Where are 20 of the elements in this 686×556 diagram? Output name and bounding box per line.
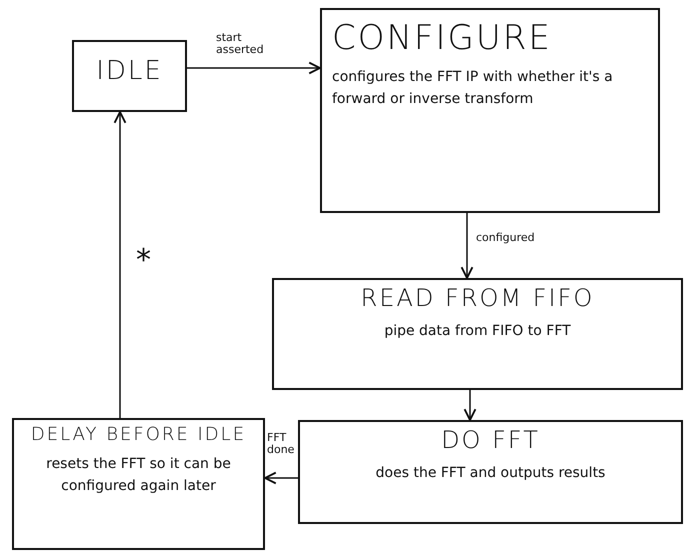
- state-box: [12, 418, 265, 550]
- state-box: [320, 8, 660, 213]
- state-description: does the FFT and outputs results: [374, 464, 606, 483]
- state-description: resets the FFT so it can be configured again later: [45, 455, 232, 496]
- state-box: [298, 420, 683, 524]
- edge-label: FFT done: [267, 432, 295, 456]
- arrow: [187, 62, 321, 74]
- arrow: [460, 213, 474, 279]
- state-box: [272, 278, 683, 390]
- state-name: CONFIGURE: [332, 18, 553, 58]
- state-description: configures the FFT IP with whether it's a forward or inverse transform: [332, 68, 614, 110]
- arrow: [114, 111, 126, 418]
- state-description: pipe data from FIFO to FFT: [383, 322, 572, 341]
- arrow: [464, 390, 476, 421]
- state-name: DO FFT: [440, 426, 541, 454]
- state-name: DELAY BEFORE IDLE: [30, 424, 248, 445]
- state-box: [72, 40, 187, 112]
- state-name: IDLE: [95, 56, 164, 86]
- arrow: [264, 472, 298, 484]
- state-name: READ FROM FIFO: [360, 284, 596, 312]
